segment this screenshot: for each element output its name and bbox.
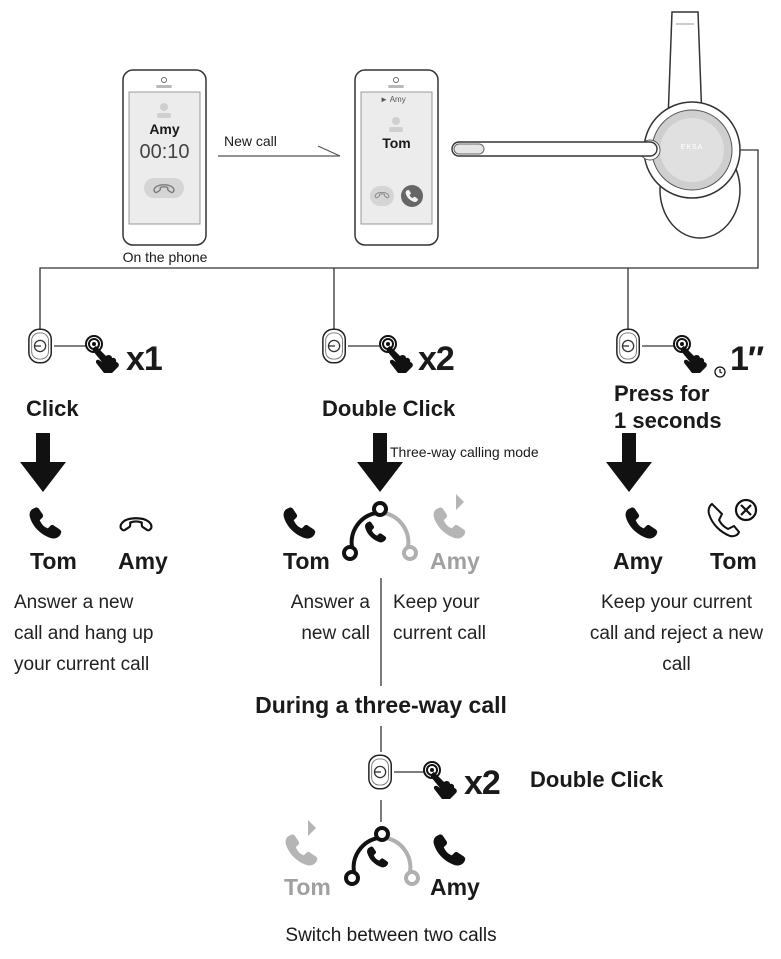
- down-arrow: [357, 433, 403, 492]
- answer-phone-icon: [29, 507, 62, 539]
- reject-call-icon: [707, 498, 758, 538]
- call-label-right: Tom: [710, 548, 757, 574]
- col3-caption: Keep your current call and reject a new …: [574, 587, 779, 680]
- transition-label: New call: [224, 133, 277, 149]
- three-way-multiplier: x2: [464, 764, 501, 802]
- call-label-left: Amy: [613, 548, 663, 574]
- three-way-action: Double Click: [530, 767, 664, 792]
- tap-hand-icon: [85, 335, 120, 374]
- call-label-left: Tom: [30, 548, 77, 574]
- three-way-caption: Switch between two calls: [285, 925, 497, 946]
- caption-line: Answer a new: [14, 592, 134, 613]
- answer-phone-icon: [625, 507, 658, 539]
- headset-brand: EKSA: [680, 144, 704, 151]
- phone2-caller-name: Tom: [382, 135, 411, 151]
- down-arrow: [606, 433, 652, 492]
- action-line: 1 seconds: [614, 408, 722, 433]
- col1-caption: Answer a new call and hang up your curre…: [14, 587, 164, 680]
- headset-illustration: [451, 11, 741, 239]
- press-duration: 1″: [730, 340, 764, 378]
- caption-line: Keep your current: [600, 592, 753, 613]
- call-icon: [367, 846, 389, 868]
- down-arrow: [20, 433, 66, 492]
- caption-line: call and reject a new: [589, 623, 764, 644]
- three-way-icon: [344, 826, 420, 886]
- call-label-left: Tom: [283, 548, 330, 574]
- tap-hand-icon: [379, 335, 414, 374]
- hold-phone-icon: [285, 820, 318, 866]
- call-label-left: Tom: [284, 874, 331, 900]
- three-way-mode-label: Three-way calling mode: [390, 444, 539, 460]
- col2-caption-right: Keep your current call: [393, 587, 523, 649]
- press-hand-icon: [673, 335, 708, 374]
- headset-button-icon: [368, 754, 393, 790]
- caption-line: Answer a: [290, 592, 370, 613]
- hold-phone-icon: [433, 494, 466, 539]
- phone2-top-caller: ► Amy: [380, 95, 406, 104]
- caption-line: current call: [393, 623, 486, 644]
- call-icon: [365, 521, 387, 543]
- phone1-caller-name: Amy: [149, 121, 180, 137]
- headset-button-icon: [28, 328, 53, 364]
- caption-line: Keep your: [393, 592, 480, 613]
- headset-button-icon: [322, 328, 347, 364]
- call-label-right: Amy: [118, 548, 168, 574]
- phone1-timer: 00:10: [139, 141, 190, 163]
- caption-line: call and hang up: [14, 623, 154, 644]
- caption-line: your current call: [14, 654, 150, 675]
- action-press: Press for 1 seconds: [614, 380, 722, 434]
- connector-lines: [39, 149, 759, 330]
- caption-line: new call: [301, 623, 370, 644]
- action-line: Press for: [614, 381, 710, 406]
- call-label-right: Amy: [430, 548, 480, 574]
- caption-line: call: [662, 654, 691, 675]
- double-click-multiplier: x2: [418, 340, 455, 378]
- three-way-icon: [342, 501, 418, 561]
- phone1-caption: On the phone: [122, 249, 208, 265]
- phone-on-call: [122, 69, 207, 246]
- tap-hand-icon: [423, 761, 458, 800]
- action-click: Click: [26, 396, 79, 421]
- active-phone-icon: [433, 834, 466, 866]
- three-way-title: During a three-way call: [255, 692, 507, 718]
- phone2-top-caller-text: Amy: [389, 95, 406, 104]
- answer-phone-icon: [283, 507, 316, 539]
- call-label-right: Amy: [430, 874, 480, 900]
- new-call-arrow: [218, 145, 341, 157]
- col2-caption-left: Answer a new call: [266, 587, 370, 649]
- hangup-phone-icon: [119, 517, 153, 532]
- clock-icon: [714, 366, 726, 378]
- headset-button-icon: [616, 328, 641, 364]
- action-double-click: Double Click: [322, 396, 456, 421]
- click-multiplier: x1: [126, 340, 163, 378]
- phone-incoming-call: [354, 69, 439, 246]
